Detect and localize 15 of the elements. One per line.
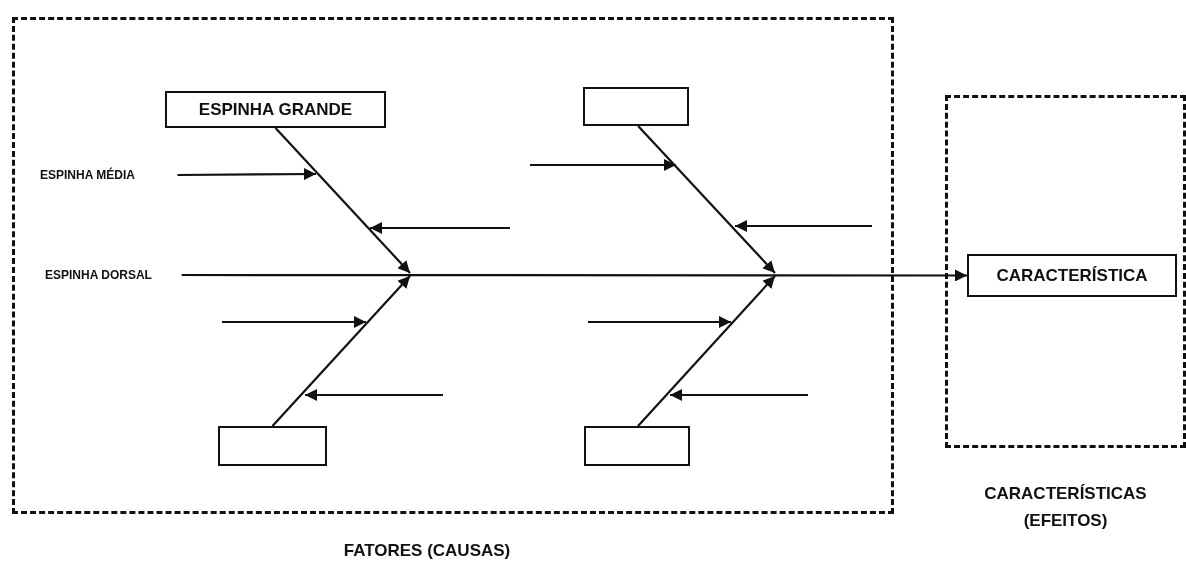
arrow	[637, 125, 776, 274]
empty-box	[583, 87, 689, 126]
empty-box	[218, 426, 327, 466]
group-heading: FATORES (CAUSAS)	[342, 540, 512, 561]
arrow	[274, 127, 411, 274]
empty-box	[584, 426, 690, 466]
label-box: CARACTERÍSTICA	[967, 254, 1177, 297]
label-box: ESPINHA GRANDE	[165, 91, 386, 128]
arrow	[271, 275, 411, 427]
bone-label: ESPINHA MÉDIA	[40, 168, 165, 182]
bone-label: ESPINHA DORSAL	[45, 268, 179, 282]
arrow	[181, 269, 967, 282]
arrow	[637, 275, 776, 427]
group-heading: CARACTERÍSTICAS (EFEITOS)	[983, 483, 1148, 532]
arrow	[177, 168, 316, 181]
